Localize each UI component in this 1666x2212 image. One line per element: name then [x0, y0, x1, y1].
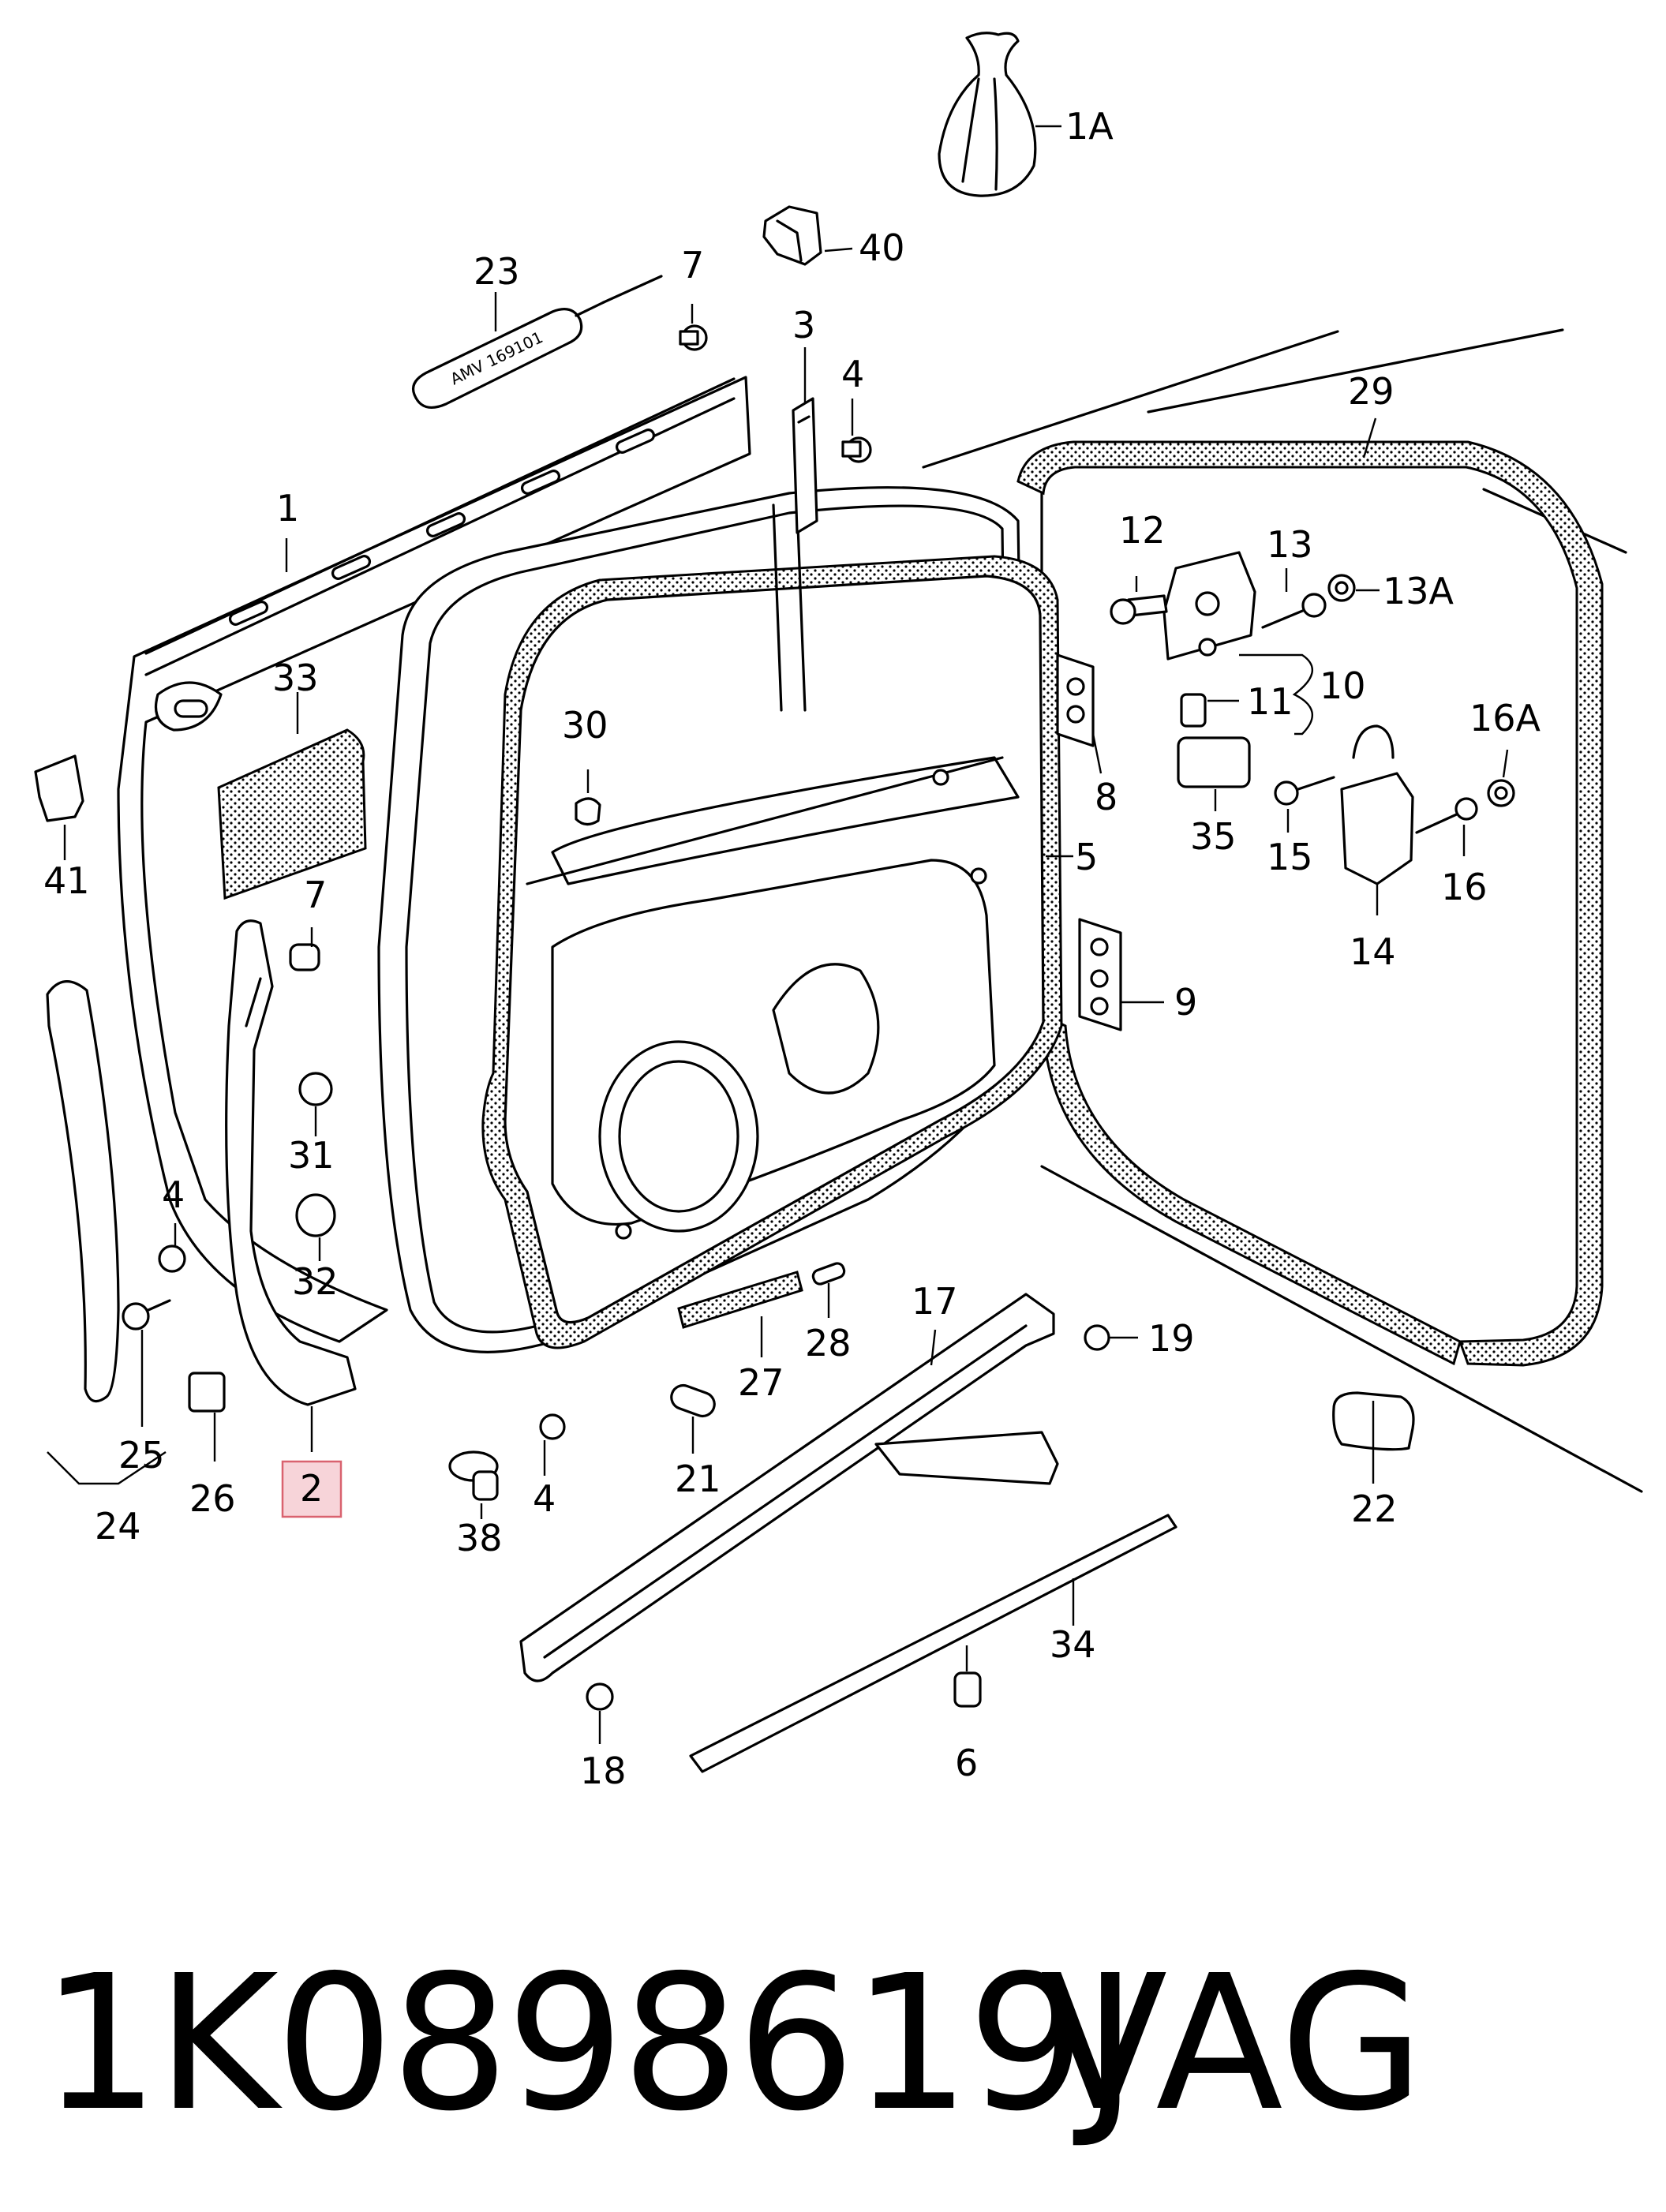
- callout-27: 27: [738, 1361, 784, 1404]
- door-panel-slots: [228, 429, 656, 626]
- part-number: 1K0898619J: [41, 1935, 1138, 2152]
- callout-3: 3: [792, 304, 815, 346]
- bolt-19: [1084, 1324, 1110, 1351]
- clip-26: [188, 1372, 226, 1413]
- callout-18: 18: [580, 1750, 627, 1792]
- plate-8: [1056, 653, 1095, 747]
- screw-38: [448, 1450, 499, 1501]
- callout-23: 23: [474, 250, 520, 293]
- plate-9: [1078, 918, 1122, 1031]
- callout-17: 17: [912, 1280, 958, 1323]
- nut-18: [586, 1682, 614, 1711]
- trim-strip-24: [46, 980, 120, 1403]
- strip-27: [677, 1271, 803, 1329]
- callout-15: 15: [1267, 836, 1313, 878]
- callout-10: 10: [1320, 664, 1366, 707]
- callout-35: 35: [1190, 815, 1237, 858]
- callout-26: 26: [189, 1477, 236, 1520]
- callout-29: 29: [1348, 370, 1395, 413]
- nut-13A: [1327, 574, 1356, 602]
- door-seal-29: [1016, 440, 1604, 1367]
- grease-bag-1A: [938, 32, 1037, 197]
- leader-lines: [47, 125, 1509, 1744]
- door-outer-panel: [117, 376, 751, 1343]
- foam-pad-33: [217, 728, 367, 900]
- callout-31: 31: [288, 1134, 335, 1177]
- callout-1A: 1A: [1065, 105, 1114, 148]
- callout-8: 8: [1095, 776, 1118, 818]
- nut-16A: [1487, 779, 1515, 807]
- callout-5: 5: [1075, 836, 1098, 878]
- callout-16: 16: [1441, 866, 1488, 908]
- bolt-7-left: [289, 943, 320, 971]
- brand-name: VAG: [1040, 1935, 1425, 2152]
- bolt-4-top: [841, 436, 872, 463]
- callout-33: 33: [272, 657, 319, 699]
- sill-trim-34: [689, 1514, 1177, 1773]
- bolt-16: [1415, 797, 1478, 834]
- callout-7-top: 7: [681, 244, 704, 286]
- callout-21: 21: [675, 1458, 721, 1500]
- bolt-13: [1261, 593, 1327, 629]
- callout-9: 9: [1174, 981, 1197, 1024]
- bolt-4-left: [158, 1244, 186, 1273]
- clip-31: [298, 1072, 333, 1106]
- sealant-tube-23: [412, 275, 663, 410]
- pin-28: [811, 1262, 846, 1286]
- seal-strip-2: [225, 919, 357, 1406]
- callout-16A: 16A: [1469, 697, 1541, 739]
- callout-4-bottom: 4: [533, 1477, 556, 1520]
- guide-strip-3: [792, 397, 818, 534]
- bolt-7-top: [679, 324, 708, 351]
- bolt-4-bottom: [539, 1413, 566, 1440]
- callout-28: 28: [805, 1322, 852, 1364]
- grommet-21: [670, 1383, 716, 1418]
- callout-24: 24: [95, 1505, 141, 1548]
- callout-30: 30: [562, 704, 608, 747]
- callout-1: 1: [276, 487, 299, 530]
- clip-30: [575, 797, 601, 826]
- callout-12: 12: [1119, 509, 1166, 552]
- hinge-lower-14: [1340, 724, 1414, 885]
- callout-7-left: 7: [304, 874, 327, 916]
- pad-35: [1177, 736, 1251, 788]
- callout-25: 25: [118, 1434, 165, 1477]
- callout-41: 41: [43, 859, 90, 902]
- callout-19: 19: [1148, 1317, 1195, 1360]
- callout-32: 32: [292, 1260, 339, 1303]
- bracket-40: [762, 205, 822, 266]
- callout-4-left: 4: [162, 1173, 185, 1216]
- callout-34: 34: [1050, 1623, 1096, 1666]
- callout-13A: 13A: [1383, 570, 1454, 612]
- clip-41: [34, 754, 84, 822]
- callout-2: 2: [300, 1467, 323, 1510]
- hinge-upper-10: [1127, 551, 1256, 661]
- callout-13: 13: [1267, 523, 1313, 566]
- plug-32: [295, 1193, 336, 1237]
- callout-11: 11: [1247, 680, 1293, 723]
- callout-2-highlight: [281, 1460, 343, 1518]
- callout-14: 14: [1350, 930, 1396, 973]
- door-inner-frame-5: [377, 486, 1063, 1353]
- bolt-11: [1180, 693, 1207, 728]
- clip-6: [953, 1671, 982, 1708]
- bolt-12: [1110, 598, 1136, 625]
- callout-38: 38: [456, 1517, 503, 1559]
- clip-25: [122, 1299, 171, 1331]
- sill-member-17: [519, 1293, 1059, 1682]
- callout-6: 6: [955, 1742, 978, 1784]
- callout-labels: 1A 40 23 7 3 4 29 1 12 13 13A 10 11 33 3…: [43, 105, 1541, 1792]
- callout-22: 22: [1351, 1488, 1398, 1530]
- vehicle-body-outline: [922, 328, 1643, 1493]
- bolt-15: [1274, 776, 1335, 806]
- callout-4-top: 4: [841, 353, 864, 395]
- callout-40: 40: [859, 226, 905, 269]
